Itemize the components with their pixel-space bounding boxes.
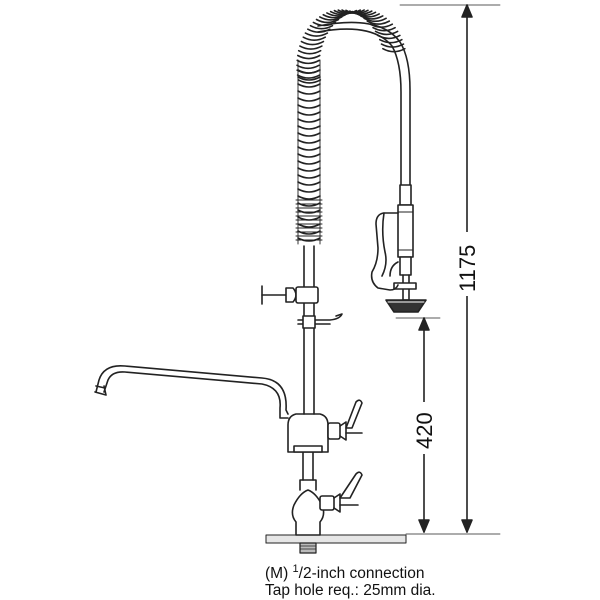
spring-coil-turn xyxy=(296,74,321,79)
spring-coil-turn xyxy=(356,13,380,18)
spring-coil-turn xyxy=(333,9,358,15)
flexible-hose xyxy=(317,21,411,186)
spring-coil-turn xyxy=(297,167,321,172)
connection-caption: (M) 1/2-inch connection xyxy=(265,563,424,583)
spring-coil-turn xyxy=(297,174,321,179)
spring-coil-turn xyxy=(297,97,321,102)
mounting-nut xyxy=(299,542,317,554)
spring-coil-turn xyxy=(297,223,321,228)
spray-gun xyxy=(385,184,427,313)
spring-coil-turn xyxy=(315,18,340,24)
spring-coil-turn xyxy=(297,139,321,144)
spring-coil-turn xyxy=(297,79,322,84)
riser-pipe-lower xyxy=(302,451,314,481)
dimension-label-1175: 1175 xyxy=(455,245,480,292)
spring-coil-turn xyxy=(297,160,321,165)
spring-coil-turn xyxy=(302,36,327,41)
spring-coil-turn xyxy=(374,30,399,36)
swivel-spout xyxy=(94,364,289,419)
spring-coil-turn xyxy=(297,181,321,186)
spray-gun-handle xyxy=(370,212,399,291)
spring-coil-turn xyxy=(297,104,321,109)
spring-coil-turn xyxy=(309,24,334,30)
spring-coil-turn xyxy=(300,40,325,46)
spring-coil-turn xyxy=(297,69,321,74)
spring-coil-turn xyxy=(297,209,321,214)
wall-bracket xyxy=(261,285,319,305)
spring-guide xyxy=(297,59,321,245)
spring-coil-turn xyxy=(297,118,321,123)
spring-coil-turn xyxy=(297,49,322,55)
spring-coil-turn xyxy=(297,90,321,95)
spring-coil-turn xyxy=(297,76,321,81)
spring-coil-turn xyxy=(348,10,373,15)
middle-valve xyxy=(287,413,347,453)
spring-coil-turn xyxy=(296,54,321,60)
connection-prefix: (M) xyxy=(265,565,293,582)
countertop xyxy=(265,534,407,544)
spring-coil-turn xyxy=(359,15,384,20)
tap-hole-caption: Tap hole req.: 25mm dia. xyxy=(265,582,436,599)
riser-pipe-upper xyxy=(303,245,315,415)
spring-coil-turn xyxy=(296,59,321,65)
spring-coil-turn xyxy=(297,83,321,88)
middle-lever-handle xyxy=(345,399,363,434)
spring-coil-turn xyxy=(363,17,387,23)
spring-coil-turn xyxy=(304,32,329,37)
spring-coil-turn xyxy=(352,11,377,17)
spring-coil-turn xyxy=(297,146,321,151)
base-lever-handle xyxy=(339,471,363,506)
spring-coil-turn xyxy=(297,237,321,242)
hose-hook xyxy=(297,313,343,329)
hose-spring-coil xyxy=(295,9,406,245)
spring-coil-turn xyxy=(297,153,321,158)
spring-coil-turn xyxy=(299,45,323,50)
connection-text: /2-inch connection xyxy=(298,565,425,582)
spring-coil-turn xyxy=(366,20,391,25)
spring-coil-turn xyxy=(379,38,403,44)
dimension-label-420: 420 xyxy=(412,412,437,449)
spring-coil-turn xyxy=(319,16,343,21)
spring-coil-turn xyxy=(297,195,321,200)
base-valve xyxy=(291,479,341,536)
spring-coil-turn xyxy=(297,132,321,137)
spring-coil-turn xyxy=(297,111,321,116)
spring-coil-turn xyxy=(296,64,320,70)
spring-coil-turn xyxy=(372,26,396,32)
connection-fraction-numerator: 1 xyxy=(292,563,299,575)
spring-coil-turn xyxy=(297,188,321,193)
spring-coil-turn xyxy=(297,125,321,130)
